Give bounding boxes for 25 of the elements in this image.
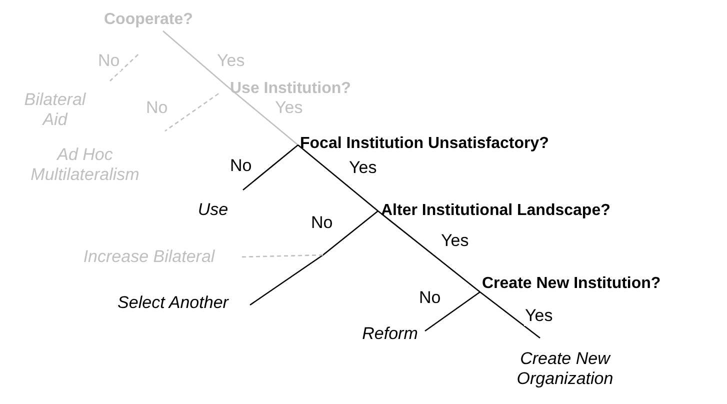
edge-label: Yes [524, 307, 554, 326]
branch-line [250, 210, 378, 306]
outcome-text: Bilateral Aid [12, 90, 98, 131]
question-text: Use Institution? [230, 79, 351, 98]
branch-line [162, 30, 228, 88]
dashed-branch-line [110, 54, 139, 82]
branch-line [242, 144, 298, 190]
branch-line [298, 144, 378, 212]
outcome-text: Ad Hoc Multilateralism [10, 145, 160, 186]
edge-label: No [97, 52, 121, 71]
branch-line [480, 291, 540, 339]
branch-line [228, 86, 298, 146]
question-text: Alter Institutional Landscape? [381, 201, 610, 220]
outcome-text: Create New Organization [495, 349, 635, 390]
branch-line [378, 210, 480, 292]
outcome-text: Reform [360, 324, 420, 344]
outcome-text: Increase Bilateral [58, 247, 240, 268]
question-text: Focal Institution Unsatisfactory? [300, 134, 549, 154]
question-text: Cooperate? [104, 10, 193, 30]
outcome-text: Select Another [96, 293, 250, 314]
question-text: Create New Institution? [482, 274, 661, 294]
dashed-branch-line [164, 93, 219, 132]
branch-line [424, 291, 480, 332]
outcome-text: Use [188, 200, 238, 220]
dashed-branch-line [240, 254, 324, 258]
